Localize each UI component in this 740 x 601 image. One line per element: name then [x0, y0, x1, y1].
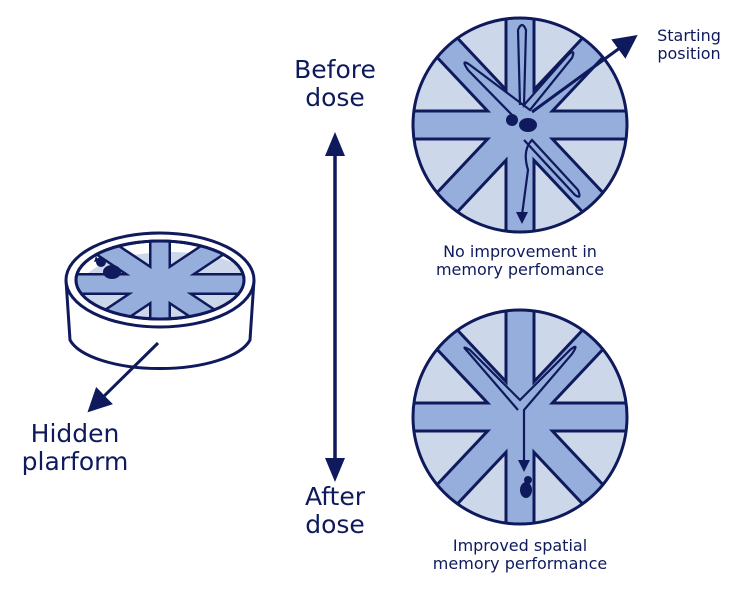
mouse-path: [463, 345, 577, 462]
mouse-path: [463, 23, 581, 216]
water-maze-pool: [64, 231, 256, 413]
mouse-icon: [520, 476, 532, 498]
mouse-icon: [94, 256, 121, 279]
mouse-icon: [506, 114, 537, 132]
hidden-platform-arrow: [87, 341, 160, 413]
maze-after-dose: [411, 308, 629, 526]
starting-position-arrow: [531, 34, 638, 114]
maze-before-dose: [411, 16, 638, 234]
